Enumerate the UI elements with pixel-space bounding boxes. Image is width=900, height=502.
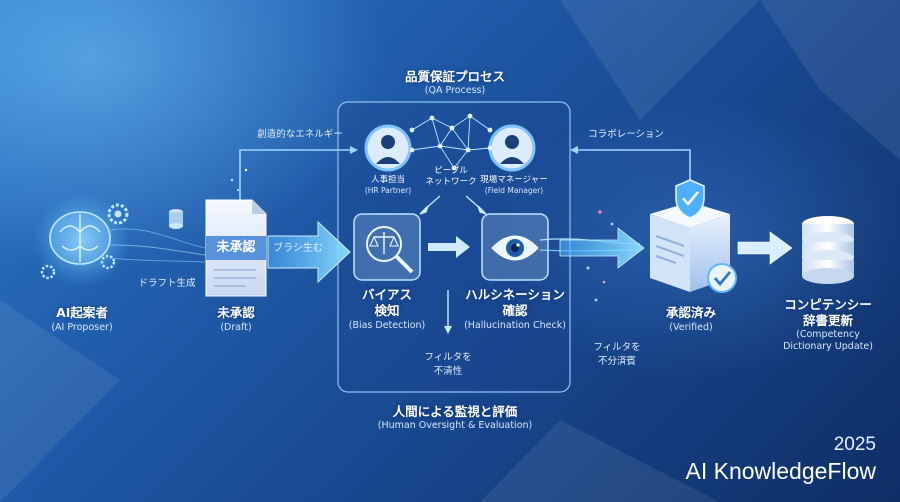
creative-energy-connector (239, 146, 358, 200)
mini-database-icon (169, 209, 183, 229)
filter-down-arrow (444, 290, 452, 334)
field-manager-title: 現場マネージャー (480, 175, 548, 185)
brush-up-arrow (267, 220, 351, 284)
draft-title: 未承認 (217, 305, 255, 320)
filter-left-line1: フィルタを (424, 352, 472, 363)
bias-to-hallucination-arrow (428, 236, 470, 258)
brand-name: AI KnowledgeFlow (685, 458, 877, 484)
creative-energy-label: 創造的なエネルギー (257, 129, 343, 140)
verified-subtitle: (Verified) (669, 322, 713, 333)
to-verified-arrow (559, 227, 645, 269)
human-oversight-subtitle: (Human Oversight & Evaluation) (377, 420, 533, 431)
network-to-checks-arrows (419, 195, 487, 215)
qa-process-subtitle: (QA Process) (424, 85, 486, 96)
collaboration-label: コラボレーション (588, 129, 664, 140)
hr-partner-subtitle: (HR Partner) (364, 186, 412, 195)
dictionary-title-line1: コンピテンシー (784, 297, 872, 312)
ai-proposer-title: AI起案者 (56, 305, 108, 320)
male-person-icon (488, 124, 536, 172)
brush-up-label: ブラシ生む (273, 243, 323, 254)
qa-process-title: 品質保証プロセス (404, 69, 505, 84)
field-manager-subtitle: (Field Manager) (484, 186, 544, 195)
filter-left-line2: 不清性 (433, 366, 463, 377)
dictionary-subtitle-line2: Dictionary Update) (783, 341, 873, 352)
human-oversight-title: 人間による監視と評価 (392, 404, 518, 419)
brain-gear-icon (34, 192, 130, 288)
verified-title: 承認済み (665, 305, 716, 320)
bias-detection-line2: 検知 (374, 303, 400, 318)
people-network-line2: ネットワーク (425, 177, 477, 187)
draft-subtitle: (Draft) (220, 322, 252, 333)
people-network-line1: ピープル (434, 166, 468, 176)
hallucination-check-line2: 確認 (502, 303, 528, 318)
hallucination-check-line1: ハルシネーション (465, 287, 565, 302)
hallucination-check-subtitle: (Hallucination Check) (464, 320, 566, 331)
shield-box-check-icon (650, 179, 737, 293)
draft-generation-label: ドラフト生成 (138, 278, 196, 289)
ai-proposer-subtitle: (AI Proposer) (51, 322, 113, 333)
female-person-icon (364, 124, 412, 172)
bias-detection-line1: バイアス (361, 287, 412, 302)
to-dictionary-arrow (737, 231, 793, 265)
dictionary-title-line2: 辞書更新 (802, 313, 853, 328)
bias-detection-subtitle: (Bias Detection) (348, 320, 426, 331)
filter-right-line2: 不分済賓 (597, 356, 636, 367)
database-icon (802, 216, 854, 284)
hr-partner-title: 人事担当 (370, 175, 405, 185)
draft-label-band (206, 236, 266, 260)
magnifier-scale-icon (366, 226, 414, 274)
eye-icon (491, 235, 539, 261)
network-nodes-icon (409, 113, 493, 171)
collaboration-connector (570, 146, 691, 202)
filter-right-line1: フィルタを (593, 342, 641, 353)
draft-doc-label: 未承認 (216, 240, 256, 255)
dictionary-subtitle-line1: (Competency (796, 329, 860, 340)
brand-year: 2025 (833, 434, 876, 455)
